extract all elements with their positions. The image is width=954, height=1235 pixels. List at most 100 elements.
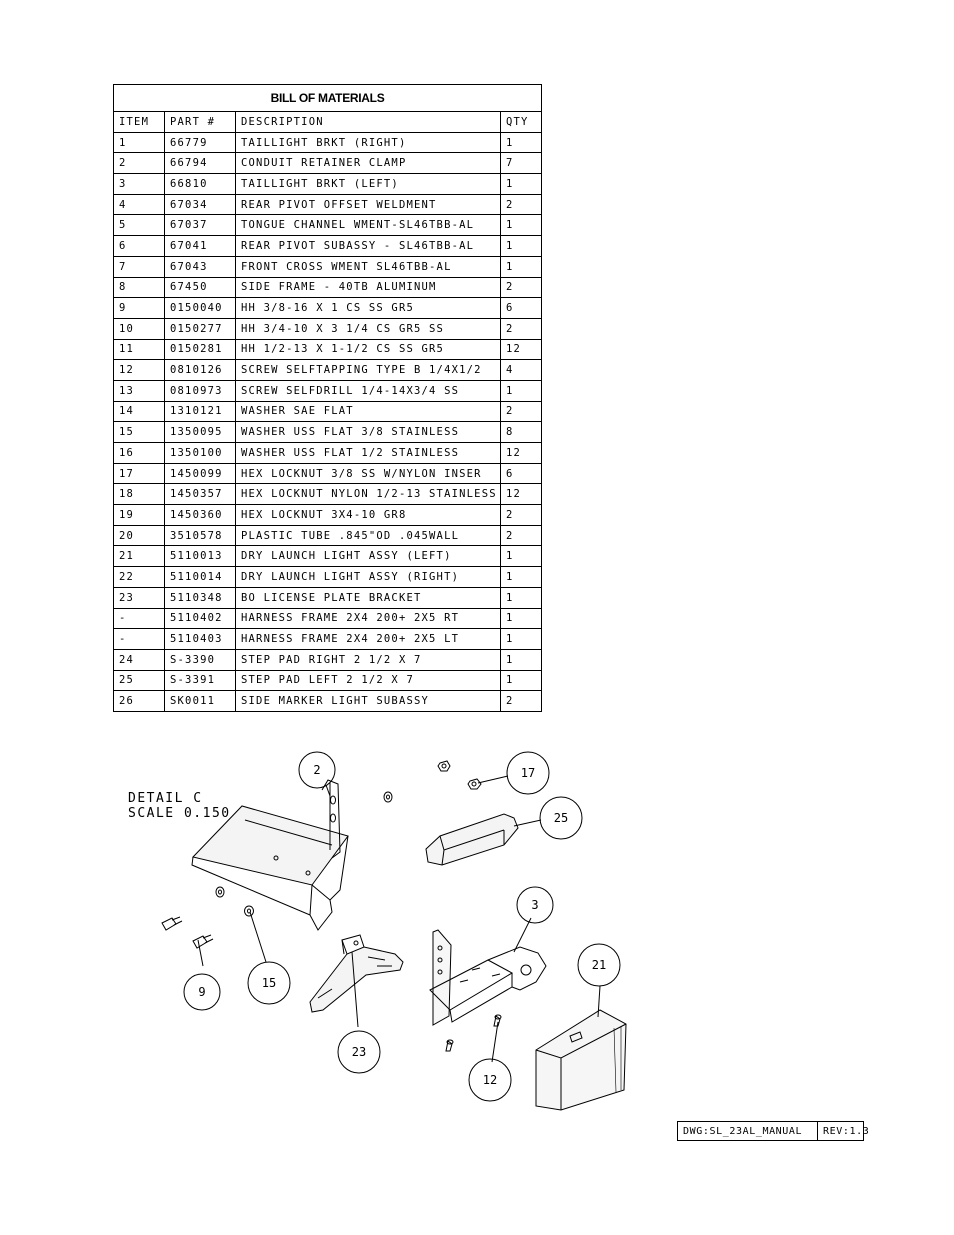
cell-description: HEX LOCKNUT 3X4-10 GR8 [235, 504, 501, 526]
callout-23: 23 [337, 1030, 381, 1074]
cell-qty: 1 [499, 669, 543, 692]
cell-qty: 1 [499, 648, 543, 671]
callout-17-label: 17 [521, 766, 535, 780]
cell-qty: 2 [499, 317, 543, 340]
cell-description: REAR PIVOT OFFSET WELDMENT [235, 193, 501, 216]
cell-item: 9 [113, 297, 165, 319]
detail-scale: SCALE 0.150 [128, 806, 231, 821]
callout-12-label: 12 [483, 1073, 497, 1087]
cell-qty: 6 [499, 297, 543, 319]
callout-12: 12 [468, 1058, 512, 1102]
cell-qty: 2 [499, 690, 543, 712]
cell-qty: 12 [499, 442, 543, 464]
cell-part-number: 1450099 [164, 462, 236, 485]
cell-part-number: 1450360 [164, 504, 236, 526]
cell-item: 18 [113, 483, 165, 506]
dry-launch-light-drawing [535, 1009, 627, 1111]
detail-label: DETAIL C [128, 791, 203, 806]
cell-part-number: 5110013 [164, 545, 236, 568]
step-pad-drawing [425, 813, 519, 866]
cell-part-number: 0810973 [164, 379, 236, 402]
cell-description: HH 3/4-10 X 3 1/4 CS GR5 SS [235, 317, 501, 340]
cell-item: 20 [113, 524, 165, 547]
license-plate-bracket-drawing [309, 934, 404, 1013]
cell-qty: 12 [499, 483, 543, 506]
cell-description: HEX LOCKNUT 3/8 SS W/NYLON INSER [235, 462, 501, 485]
cell-item: 11 [113, 338, 165, 361]
header-description: DESCRIPTION [235, 111, 501, 133]
cell-part-number: 5110014 [164, 566, 236, 588]
header-part: PART # [164, 111, 236, 133]
cell-description: HARNESS FRAME 2X4 200+ 2X5 LT [235, 628, 501, 650]
cell-qty: 8 [499, 421, 543, 443]
cell-part-number: 66810 [164, 173, 236, 195]
cell-qty: 1 [499, 586, 543, 609]
cell-description: WASHER USS FLAT 1/2 STAINLESS [235, 442, 501, 464]
cell-part-number: 67041 [164, 235, 236, 257]
cell-part-number: 67450 [164, 276, 236, 299]
cell-description: WASHER SAE FLAT [235, 400, 501, 423]
drawing-info-box: DWG:SL_23AL_MANUAL REV:1.3 [677, 1121, 869, 1141]
cell-part-number: 1350095 [164, 421, 236, 443]
cell-part-number: 1310121 [164, 400, 236, 423]
callout-9-label: 9 [198, 985, 205, 999]
cell-qty: 6 [499, 462, 543, 485]
cell-item: 24 [113, 648, 165, 671]
cell-item: 15 [113, 421, 165, 443]
cell-item: 26 [113, 690, 165, 712]
cell-description: WASHER USS FLAT 3/8 STAINLESS [235, 421, 501, 443]
cell-qty: 12 [499, 338, 543, 361]
callout-23-label: 23 [352, 1045, 366, 1059]
cell-part-number: 0810126 [164, 359, 236, 381]
cell-description: CONDUIT RETAINER CLAMP [235, 152, 501, 175]
cell-qty: 1 [499, 235, 543, 257]
cell-part-number: 3510578 [164, 524, 236, 547]
cell-part-number: 67043 [164, 255, 236, 278]
callout-3-label: 3 [531, 898, 538, 912]
cell-description: HEX LOCKNUT NYLON 1/2-13 STAINLESS [235, 483, 501, 506]
callout-3: 3 [516, 886, 554, 924]
cell-description: FRONT CROSS WMENT SL46TBB-AL [235, 255, 501, 278]
cell-item: 12 [113, 359, 165, 381]
cell-item: 3 [113, 173, 165, 195]
cell-description: SCREW SELFDRILL 1/4-14X3/4 SS [235, 379, 501, 402]
screws-12-drawing [445, 1014, 502, 1052]
cell-item: 23 [113, 586, 165, 609]
callout-17: 17 [506, 751, 550, 795]
cell-item: 14 [113, 400, 165, 423]
callout-2: 2 [298, 751, 336, 789]
cell-qty: 1 [499, 628, 543, 650]
cell-description: PLASTIC TUBE .845"OD .045WALL [235, 524, 501, 547]
cell-description: REAR PIVOT SUBASSY - SL46TBB-AL [235, 235, 501, 257]
cell-item: 6 [113, 235, 165, 257]
callout-21: 21 [577, 943, 621, 987]
bom-header-row: ITEM PART # DESCRIPTION QTY [113, 111, 543, 133]
cell-item: 16 [113, 442, 165, 464]
cell-qty: 1 [499, 379, 543, 402]
callout-25-label: 25 [554, 811, 568, 825]
cell-description: HH 3/8-16 X 1 CS SS GR5 [235, 297, 501, 319]
cell-qty: 1 [499, 566, 543, 588]
cell-description: HH 1/2-13 X 1-1/2 CS SS GR5 [235, 338, 501, 361]
callout-9: 9 [183, 973, 221, 1011]
cell-part-number: 66794 [164, 152, 236, 175]
cell-qty: 1 [499, 131, 543, 154]
callout-25: 25 [539, 796, 583, 840]
cell-item: 5 [113, 214, 165, 237]
